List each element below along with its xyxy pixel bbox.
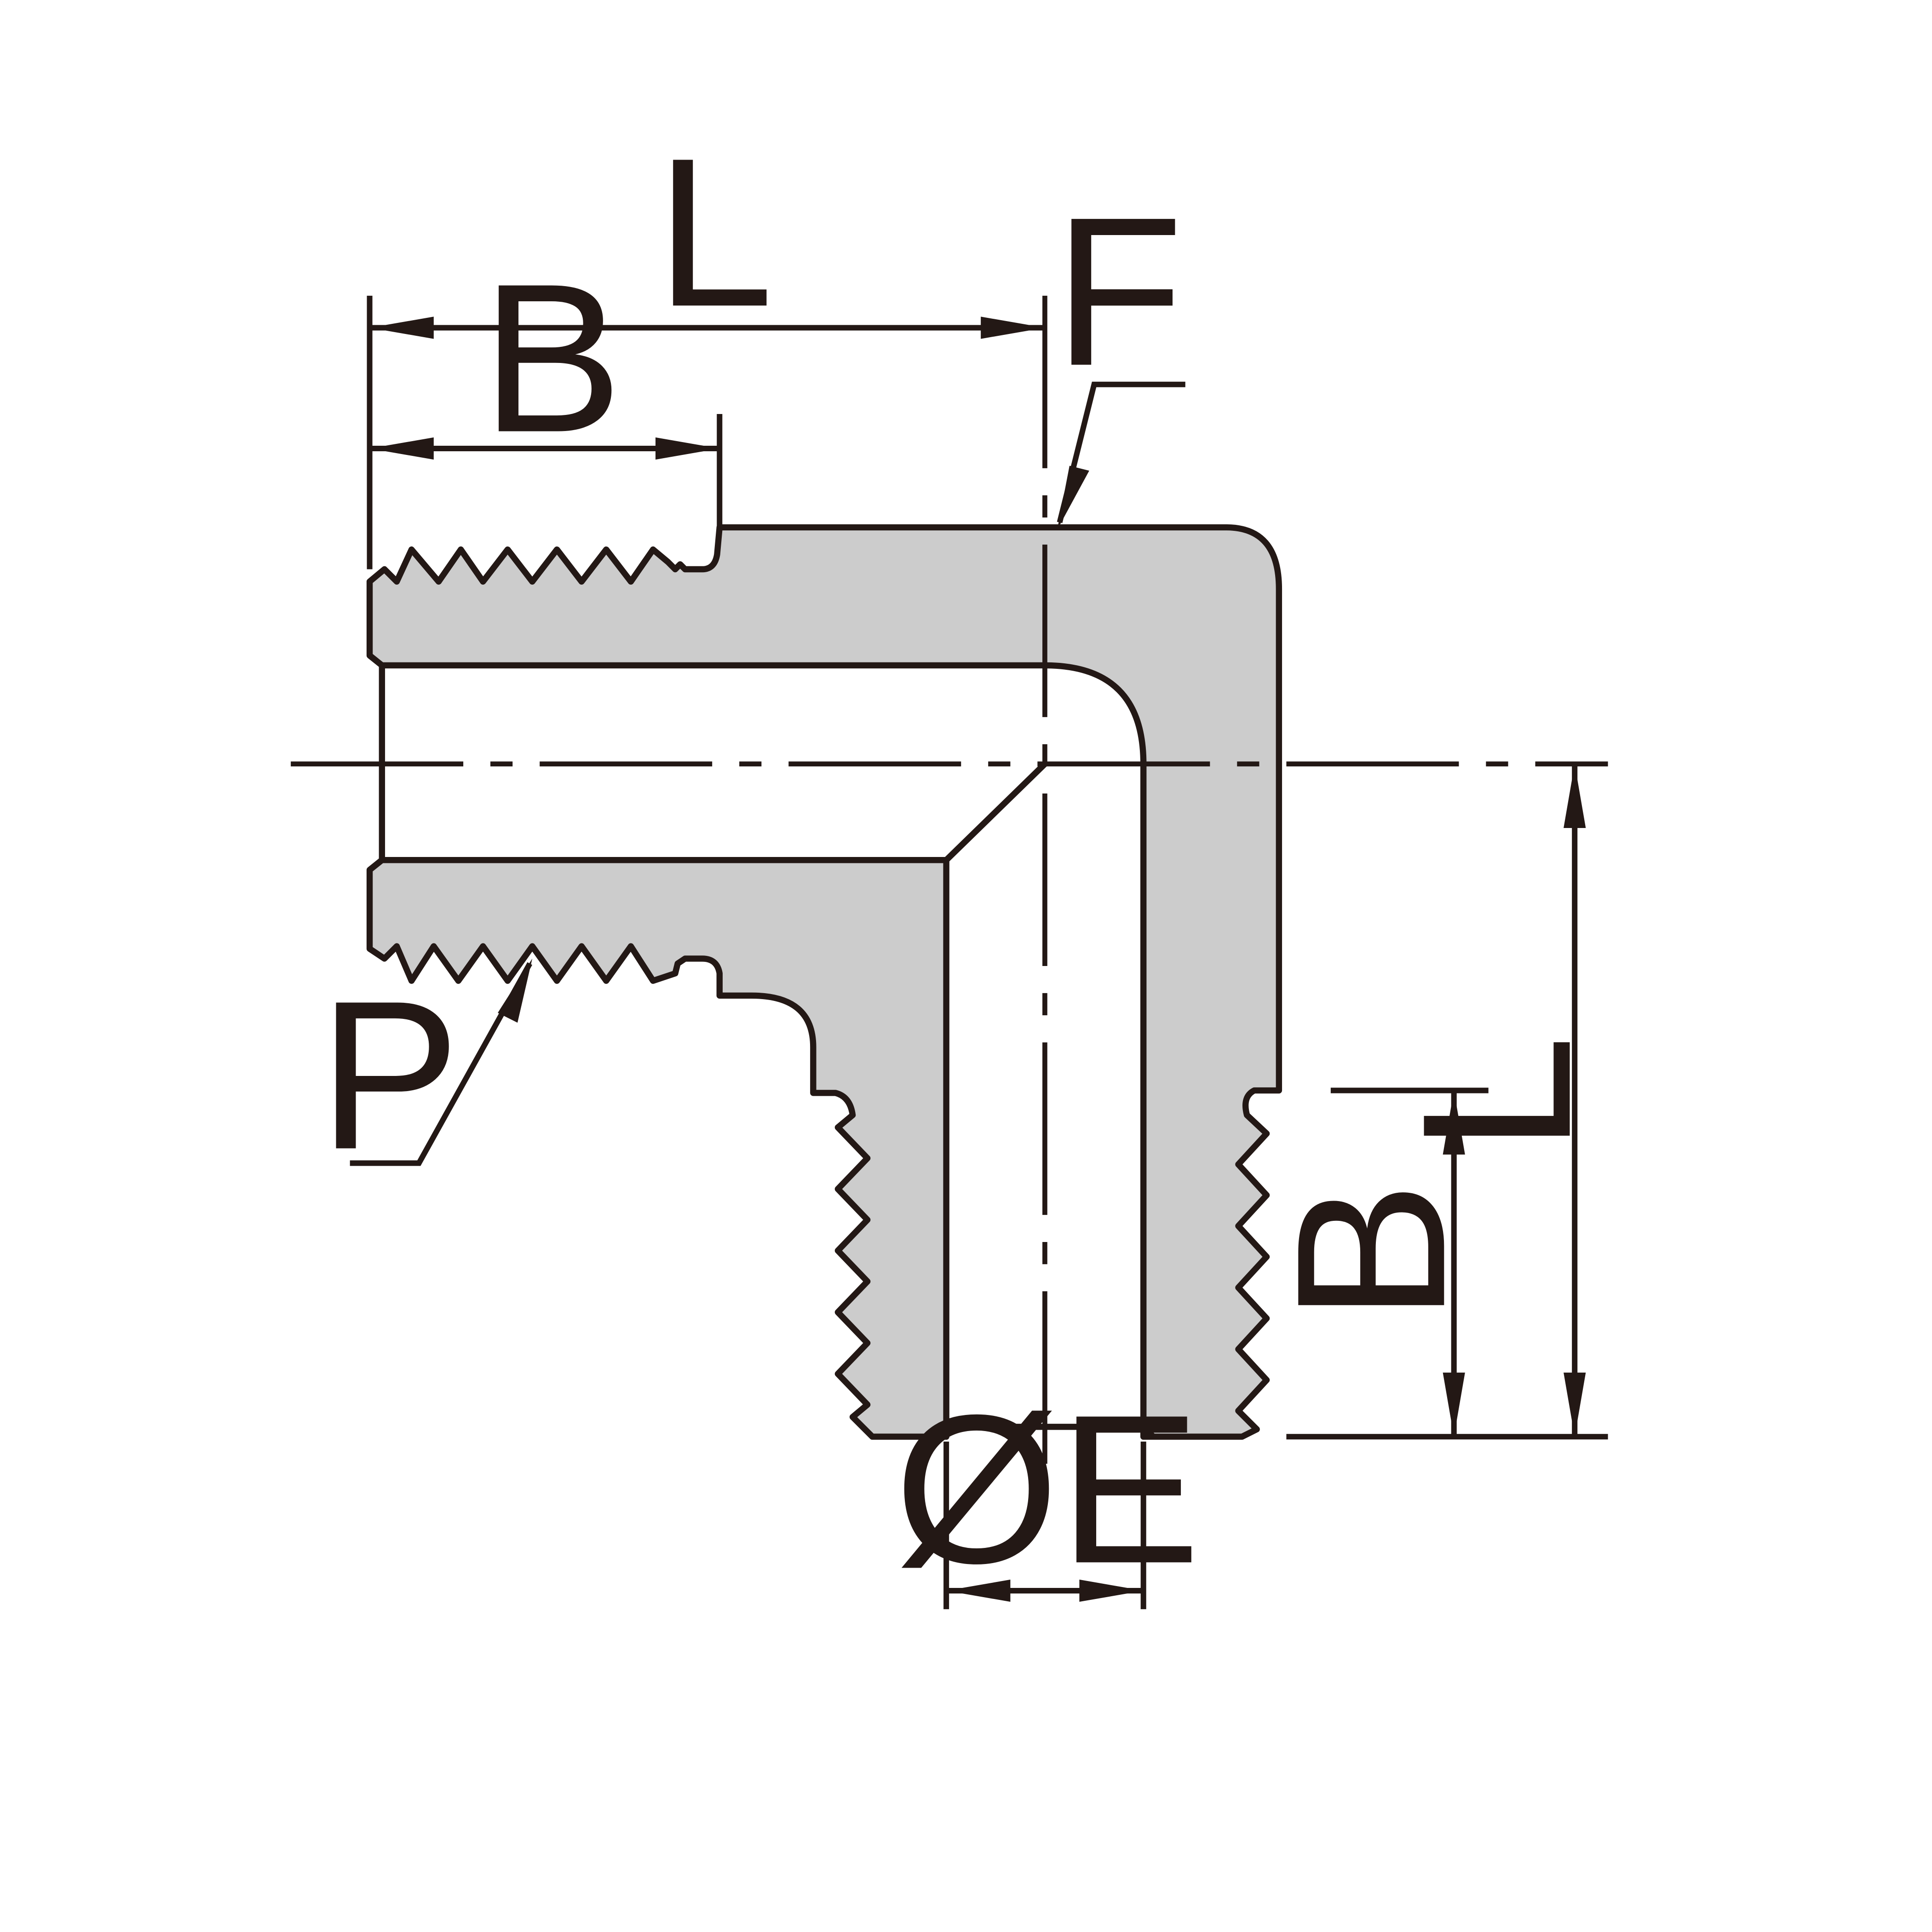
arrowhead-l-top-left (369, 316, 434, 339)
label-l-side: L (1378, 1035, 1615, 1153)
arrowhead-b-side-top (1443, 1090, 1465, 1155)
arrowhead-l-top-right (981, 316, 1045, 339)
drill-point-edge (944, 761, 1047, 862)
arrowhead-f (1057, 466, 1089, 530)
bottom-port-chamfer-left (934, 1425, 949, 1439)
arrowhead-b-top-left (369, 437, 434, 460)
bottom-port-chamfer-right (1141, 1425, 1156, 1439)
arrowhead-l-side-top (1564, 764, 1586, 828)
leader-p (350, 962, 533, 1166)
arrowhead-p (498, 958, 533, 1023)
arrowhead-b-side-bottom (1443, 1372, 1465, 1437)
arrowhead-b-top-right (656, 437, 720, 460)
label-b-top: B (481, 240, 622, 477)
label-l-top: L (656, 114, 773, 351)
arrowhead-e-left (946, 1579, 1011, 1602)
left-port-chamfer-top (368, 653, 384, 668)
label-p: P (319, 956, 460, 1193)
label-f: F (1054, 173, 1183, 410)
arrowhead-e-right (1079, 1579, 1144, 1602)
label-e: ØE (894, 1370, 1201, 1607)
elbow-body-section (366, 524, 1282, 1440)
left-port-chamfer-bottom (368, 857, 384, 873)
label-b-side: B (1252, 1181, 1489, 1322)
elbow-body-lower-section (366, 857, 949, 1440)
arrowhead-l-side-bottom (1564, 1372, 1586, 1437)
